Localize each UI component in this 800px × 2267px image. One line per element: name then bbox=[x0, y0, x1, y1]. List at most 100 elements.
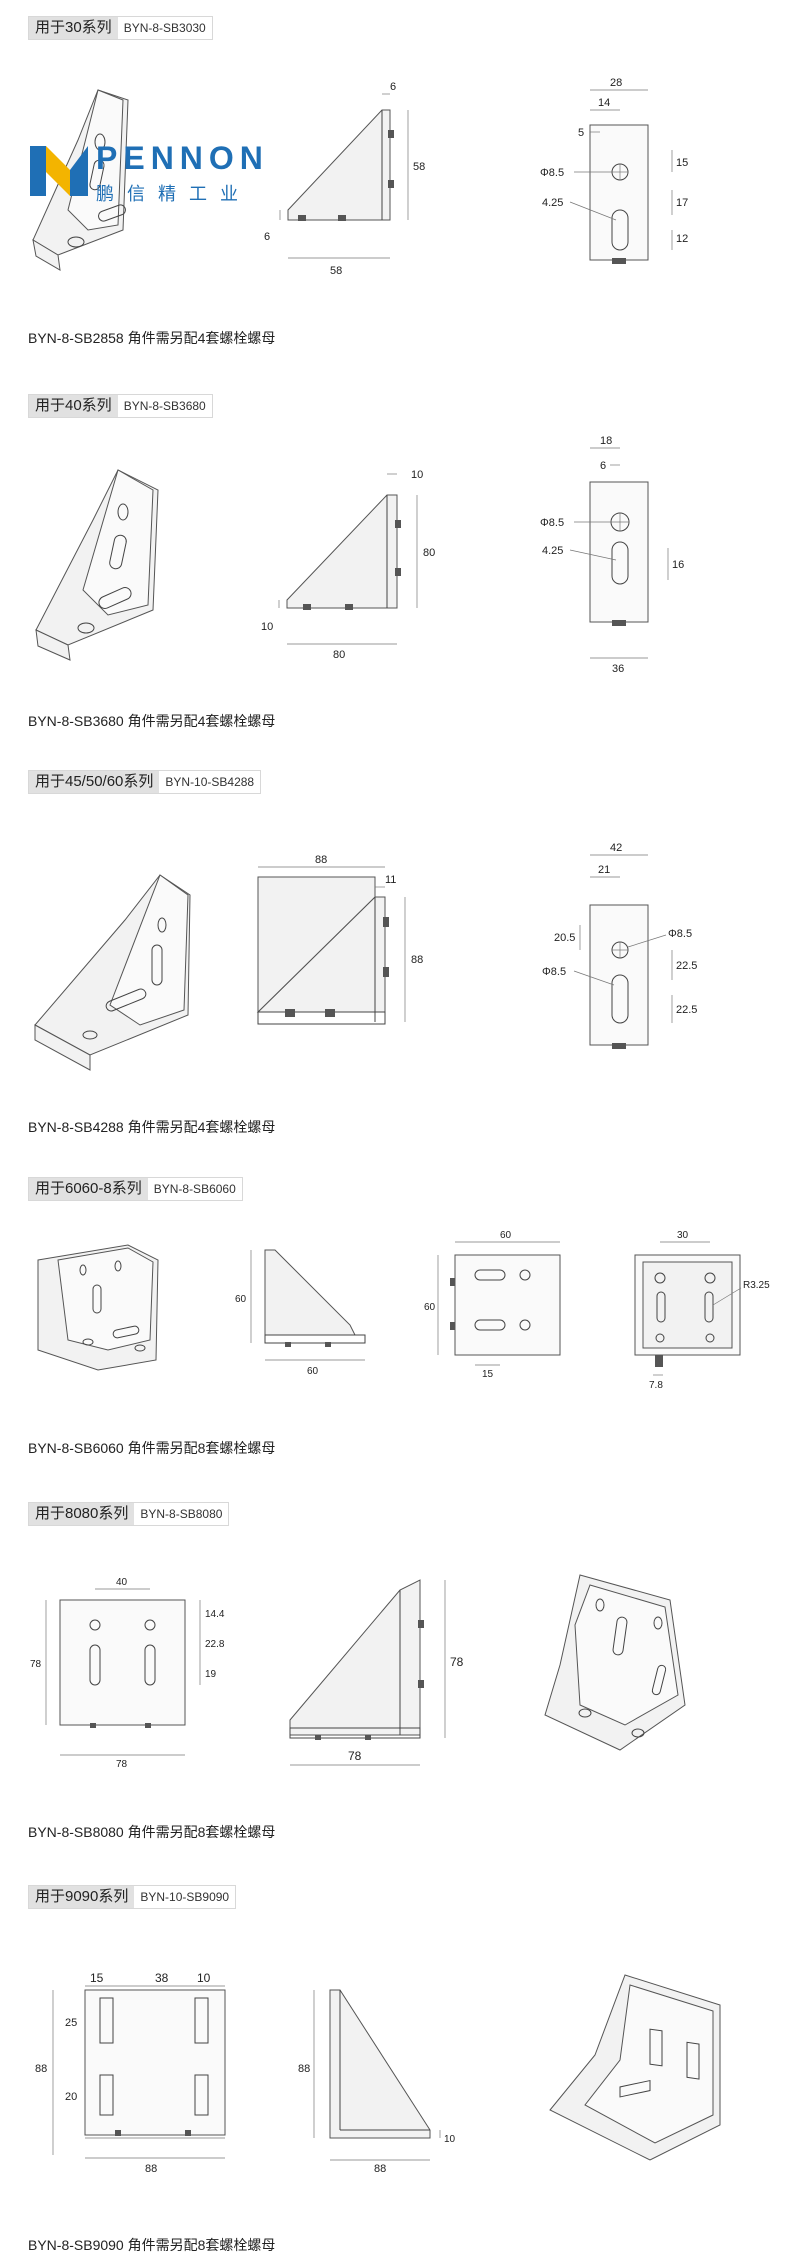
series-label: 用于6060-8系列 bbox=[29, 1178, 148, 1200]
dim-h60: 60 bbox=[235, 1294, 247, 1305]
dim-w10: 10 bbox=[197, 1971, 211, 1985]
front-view: 40 78 14.4 22.8 19 78 bbox=[30, 1577, 225, 1770]
section-note: BYN-8-SB6060 角件需另配8套螺栓螺母 bbox=[28, 1440, 276, 1456]
dim-v22-5b: 22.5 bbox=[676, 1004, 697, 1016]
iso-view bbox=[37, 1244, 159, 1371]
side-view: 10 80 10 80 bbox=[261, 469, 435, 661]
dim-w11: 11 bbox=[385, 874, 396, 886]
dim-v12: 12 bbox=[676, 233, 688, 245]
section-6060: 用于6060-8系列 BYN-8-SB6060 60 60 60 60 bbox=[0, 1175, 800, 1500]
dim-v16: 16 bbox=[672, 559, 684, 571]
dim-top-w: 10 bbox=[411, 469, 423, 481]
front-view: 15 38 10 25 20 88 88 bbox=[35, 1971, 226, 2175]
dim-d2: Φ8.5 bbox=[542, 966, 566, 978]
series-code: BYN-8-SB3680 bbox=[123, 399, 206, 413]
series-label: 用于40系列 bbox=[29, 395, 118, 417]
dim-top-w: 6 bbox=[390, 81, 396, 93]
dim-v22-5a: 22.5 bbox=[676, 960, 697, 972]
dim-w78: 78 bbox=[116, 1759, 128, 1770]
dim-v17: 17 bbox=[676, 197, 688, 209]
dim-w15: 15 bbox=[482, 1369, 494, 1380]
dim-h88b: 88 bbox=[298, 2063, 310, 2075]
dim-d2: 4.25 bbox=[542, 545, 563, 557]
series-tag: 用于45/50/60系列 BYN-10-SB4288 bbox=[28, 770, 262, 794]
series-label: 用于8080系列 bbox=[29, 1503, 135, 1525]
section-note: BYN-8-SB9090 角件需另配8套螺栓螺母 bbox=[28, 2237, 276, 2253]
section-40: 用于40系列 BYN-8-SB3680 10 80 10 80 18 bbox=[0, 380, 800, 765]
dim-w36: 36 bbox=[612, 663, 624, 675]
brand-name: PENNON bbox=[96, 140, 269, 176]
series-tag: 用于30系列 BYN-8-SB3030 bbox=[28, 16, 213, 40]
dim-h78b: 78 bbox=[450, 1655, 464, 1669]
iso-view bbox=[35, 469, 159, 661]
side-view: 60 60 bbox=[235, 1249, 366, 1377]
dim-base-t: 10 bbox=[261, 621, 273, 633]
series-label: 用于9090系列 bbox=[29, 1886, 135, 1908]
dim-h88: 88 bbox=[411, 954, 423, 966]
dim-base-t: 6 bbox=[264, 231, 270, 243]
dim-w60: 60 bbox=[307, 1366, 319, 1377]
dim-base-w: 80 bbox=[333, 649, 345, 661]
side-view: 88 11 88 bbox=[256, 854, 423, 1025]
dim-height: 80 bbox=[423, 547, 435, 559]
series-tag: 用于6060-8系列 BYN-8-SB6060 bbox=[28, 1177, 243, 1201]
dim-w15: 15 bbox=[90, 1971, 104, 1985]
section-45-50-60: 用于45/50/60系列 BYN-10-SB4288 88 11 88 bbox=[0, 765, 800, 1175]
dim-w30: 30 bbox=[677, 1230, 689, 1241]
dim-w88: 88 bbox=[145, 2163, 157, 2175]
dim-v14-4: 14.4 bbox=[205, 1609, 225, 1620]
series-tag: 用于40系列 BYN-8-SB3680 bbox=[28, 394, 213, 418]
series-label: 用于30系列 bbox=[29, 17, 118, 39]
dim-w5: 5 bbox=[578, 127, 584, 139]
dim-h88: 88 bbox=[35, 2063, 47, 2075]
dim-w21: 21 bbox=[598, 864, 610, 876]
side-view: 6 58 6 58 bbox=[264, 81, 425, 277]
dim-d2: 4.25 bbox=[542, 197, 563, 209]
dim-d1: Φ8.5 bbox=[668, 928, 692, 940]
front-view: 60 60 15 bbox=[424, 1230, 561, 1380]
dim-w88: 88 bbox=[315, 854, 327, 866]
dim-v22-8: 22.8 bbox=[205, 1639, 225, 1650]
dim-v19: 19 bbox=[205, 1669, 217, 1680]
dim-w88b: 88 bbox=[374, 2163, 386, 2175]
series-code: BYN-8-SB3030 bbox=[123, 21, 206, 35]
section-note: BYN-8-SB8080 角件需另配8套螺栓螺母 bbox=[28, 1824, 276, 1840]
section-note: BYN-8-SB3680 角件需另配4套螺栓螺母 bbox=[28, 713, 276, 729]
dim-w38: 38 bbox=[155, 1971, 169, 1985]
dim-v20-5: 20.5 bbox=[554, 932, 575, 944]
back-view: 30 R3.25 7.8 bbox=[634, 1230, 770, 1391]
dim-v15: 15 bbox=[676, 157, 688, 169]
dim-v10: 10 bbox=[444, 2134, 456, 2145]
dim-h60b: 60 bbox=[424, 1302, 436, 1313]
series-label: 用于45/50/60系列 bbox=[29, 771, 160, 793]
section-9090: 用于9090系列 BYN-10-SB9090 15 38 10 25 20 88… bbox=[0, 1885, 800, 2267]
dim-d1: Φ8.5 bbox=[540, 517, 564, 529]
dim-v25: 25 bbox=[65, 2017, 77, 2029]
section-30: 用于30系列 BYN-8-SB3030 PENNON 鹏 信 精 工 业 6 5… bbox=[0, 0, 800, 380]
iso-view bbox=[34, 874, 191, 1071]
side-view: 88 88 10 bbox=[298, 1989, 456, 2175]
dim-v20: 20 bbox=[65, 2091, 77, 2103]
section-8080: 用于8080系列 BYN-8-SB8080 40 78 14.4 22.8 19… bbox=[0, 1500, 800, 1885]
section-note: BYN-8-SB2858 角件需另配4套螺栓螺母 bbox=[28, 330, 276, 346]
dim-w6: 6 bbox=[600, 460, 606, 472]
dim-w7-8: 7.8 bbox=[649, 1380, 663, 1391]
brand-cn: 鹏 信 精 工 业 bbox=[96, 184, 243, 204]
front-view: 18 6 Φ8.5 4.25 16 36 bbox=[540, 435, 684, 675]
series-code: BYN-8-SB6060 bbox=[153, 1182, 236, 1196]
front-view: 28 14 5 Φ8.5 4.25 15 17 12 bbox=[540, 77, 688, 264]
series-code: BYN-10-SB4288 bbox=[165, 775, 255, 789]
series-tag: 用于8080系列 BYN-8-SB8080 bbox=[28, 1502, 230, 1526]
dim-w18: 18 bbox=[600, 435, 612, 447]
dim-w60b: 60 bbox=[500, 1230, 512, 1241]
series-code: BYN-10-SB9090 bbox=[140, 1890, 230, 1904]
section-note: BYN-8-SB4288 角件需另配4套螺栓螺母 bbox=[28, 1119, 276, 1135]
front-view: 42 21 20.5 Φ8.5 Φ8.5 22.5 22.5 bbox=[542, 842, 697, 1049]
iso-view bbox=[544, 1574, 686, 1751]
series-code: BYN-8-SB8080 bbox=[140, 1507, 223, 1521]
dim-w78b: 78 bbox=[348, 1749, 362, 1763]
dim-w14: 14 bbox=[598, 97, 610, 109]
dim-r: R3.25 bbox=[743, 1280, 770, 1291]
side-view: 78 78 bbox=[289, 1579, 464, 1766]
brand-logo: PENNON 鹏 信 精 工 业 bbox=[30, 140, 270, 210]
